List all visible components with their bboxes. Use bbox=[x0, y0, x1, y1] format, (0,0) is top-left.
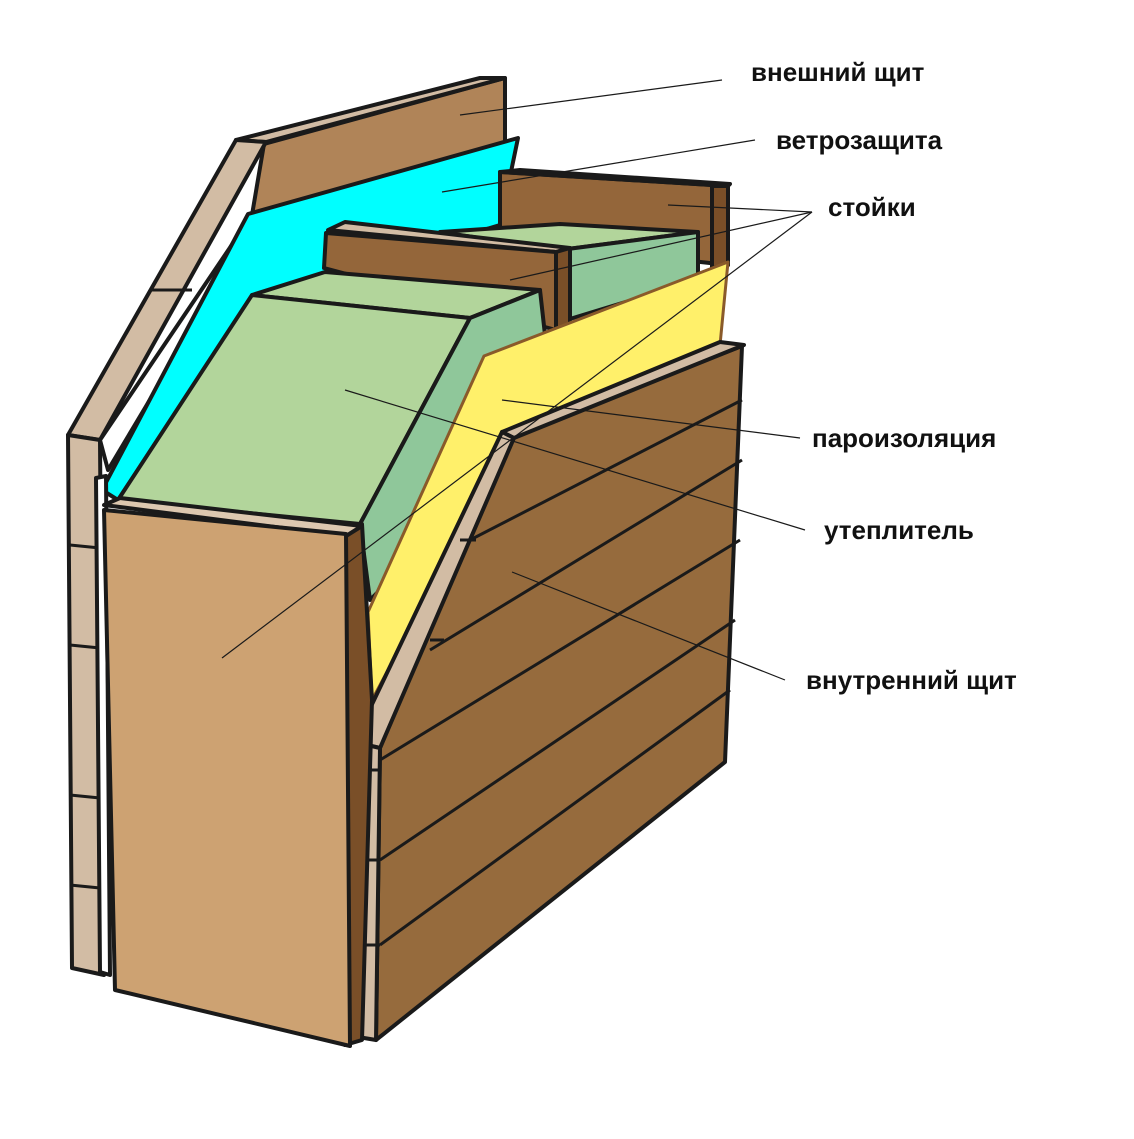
leader-wind-barrier bbox=[441, 139, 756, 193]
label-wind-barrier: ветрозащита bbox=[776, 125, 943, 155]
leader-stud-middle bbox=[509, 211, 813, 281]
label-inner-panel: внутренний щит bbox=[806, 665, 1017, 695]
end-board bbox=[102, 496, 364, 1048]
leader-vapor-barrier bbox=[501, 399, 801, 439]
outer-panel-joints bbox=[69, 288, 192, 890]
label-vapor-barrier: пароизоляция bbox=[812, 423, 997, 453]
leader-insulation bbox=[344, 389, 806, 531]
label-insulation: утеплитель bbox=[824, 515, 974, 545]
leader-stud-front bbox=[221, 211, 813, 659]
inner-panel-board-lines bbox=[354, 398, 743, 947]
leader-outer-panel bbox=[459, 79, 723, 116]
leader-lines bbox=[221, 79, 813, 681]
label-outer-panel: внешний щит bbox=[751, 57, 925, 87]
leader-stud-back bbox=[667, 204, 813, 213]
leader-inner-panel bbox=[511, 571, 786, 681]
label-studs: стойки bbox=[828, 192, 916, 222]
